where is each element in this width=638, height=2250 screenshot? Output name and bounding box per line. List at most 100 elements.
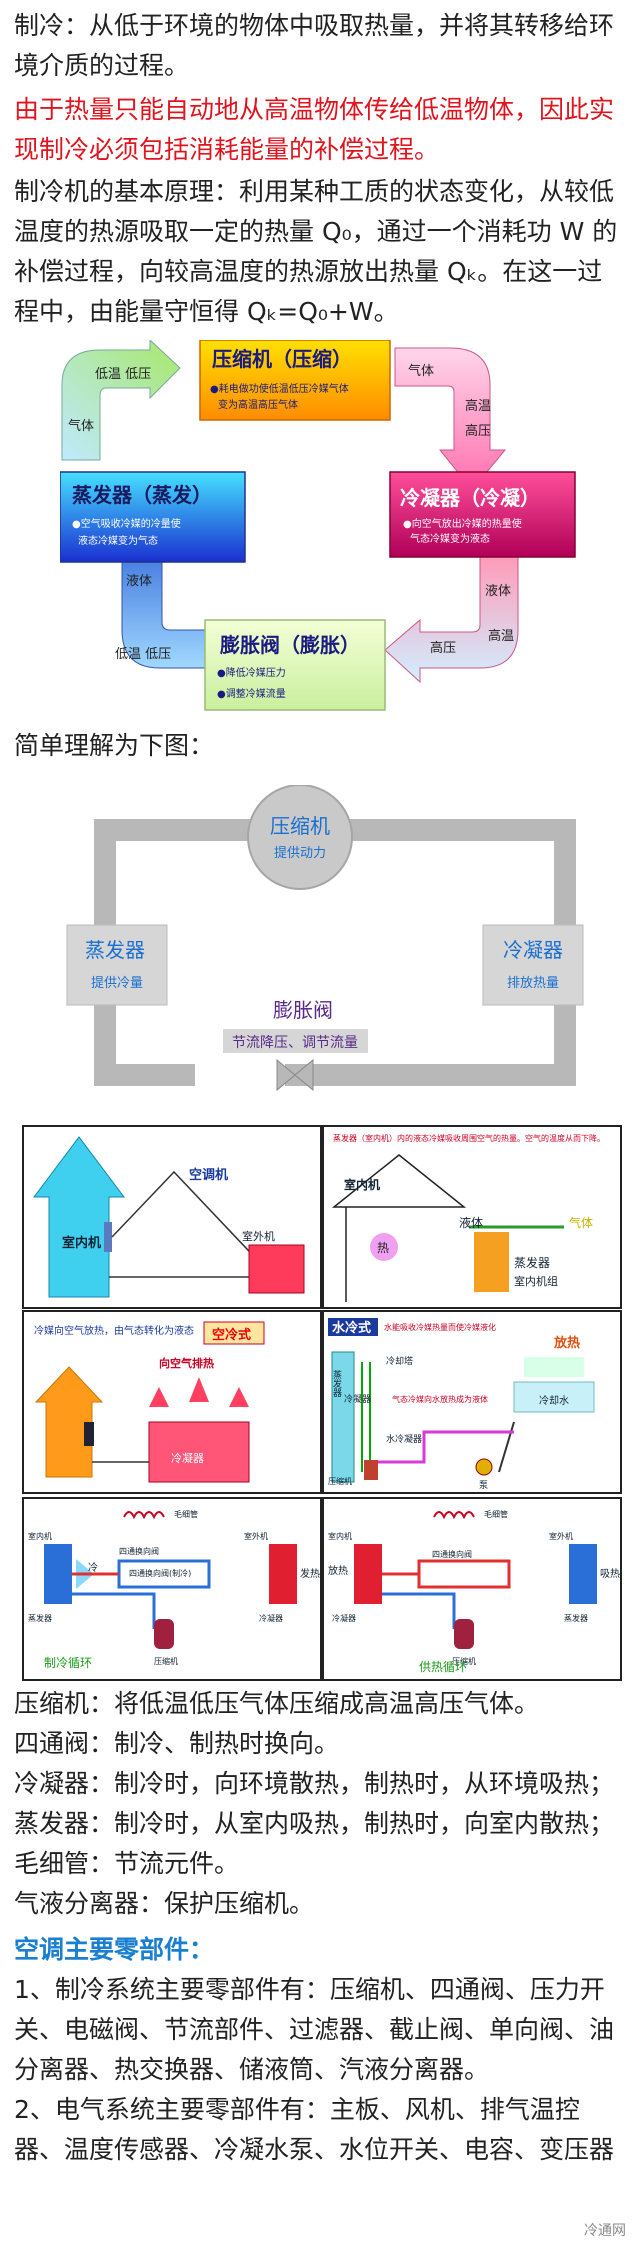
p1-indoor: 室内机 xyxy=(62,1235,101,1251)
simple-loop-diagram: 压缩机 提供动力 蒸发器 提供冷量 冷凝器 排放热量 膨胀阀 节流降压、调节流量 xyxy=(66,785,584,1092)
simple-valve-label: 膨胀阀 xyxy=(273,998,333,1022)
p6-absorb: 吸热 xyxy=(600,1567,620,1580)
p5-label: 制冷循环 xyxy=(44,1656,92,1670)
arrow-evaporator-to-compressor xyxy=(61,340,181,461)
compressor-circle xyxy=(247,785,353,890)
evaporator-box: 蒸发器（蒸发） ●空气吸收冷媒的冷量使 液态冷媒变为气态 xyxy=(60,471,246,563)
component-separator: 气液分离器：保护压缩机。 xyxy=(14,1889,315,1918)
valve-symbol xyxy=(276,1058,314,1092)
p4-release: 放热 xyxy=(553,1335,580,1351)
p1-unit: 空调机 xyxy=(189,1167,228,1183)
arrow-label-gas: 气体 xyxy=(68,418,94,434)
condenser-title: 冷凝器（冷凝） xyxy=(400,486,540,510)
p5-cond: 冷凝器 xyxy=(259,1613,283,1623)
refrigeration-cycle-diagram: 低温 低压 气体 气体 高温 高压 液体 高压 高温 液体 低温 低压 压缩机（… xyxy=(60,340,576,711)
simple-evaporator-sub: 提供冷量 xyxy=(91,975,143,991)
simple-heading: 简单理解为下图： xyxy=(14,731,215,760)
p2-heat: 热 xyxy=(377,1241,389,1255)
arrow-condenser-to-expansion xyxy=(384,554,519,684)
arrow-label-high-press: 高压 xyxy=(465,423,491,439)
p2-caption: 蒸发器（室内机）内的液态冷媒吸收周围空气的热量。空气的温度从而下降。 xyxy=(333,1133,605,1143)
arrow-label-lowtemp-lowpress: 低温 低压 xyxy=(95,367,151,382)
component-list: 压缩机：将低温低压气体压缩成高温高压气体。 四通阀：制冷、制热时换向。 冷凝器：… xyxy=(14,1684,626,1924)
p5-cool: 冷 xyxy=(88,1561,98,1574)
p5-evap: 蒸发器 xyxy=(28,1613,52,1623)
p3-caption: 冷媒向空气放热，由气态转化为液态 xyxy=(34,1324,194,1337)
p4-comp: 压缩机 xyxy=(328,1476,352,1486)
p6-comp: 压缩机 xyxy=(452,1656,476,1666)
p5-cap: 毛细管 xyxy=(174,1509,198,1519)
compressor-desc-2: 变为高温高压气体 xyxy=(218,398,298,411)
panel-evaporator: 蒸发器（室内机）内的液态冷媒吸收周围空气的热量。空气的温度从而下降。 室内机 热… xyxy=(322,1125,622,1309)
p5-indoor: 室内机 xyxy=(28,1531,52,1541)
watermark: 冷通网 xyxy=(580,2218,630,2242)
simple-valve-sub: 节流降压、调节流量 xyxy=(232,1035,358,1051)
simple-condenser-label: 冷凝器 xyxy=(503,938,563,962)
p4-cw: 冷却水 xyxy=(539,1394,569,1407)
evaporator-title: 蒸发器（蒸发） xyxy=(72,483,212,507)
simple-condenser-box xyxy=(482,924,584,1006)
p1-outdoor: 室外机 xyxy=(242,1229,275,1243)
component-evaporator: 蒸发器：制冷时，从室内吸热，制热时，向室内散热； xyxy=(14,1809,615,1838)
arrow-label-lowtemp-lowpress-2: 低温 低压 xyxy=(115,647,171,662)
p2-gas: 气体 xyxy=(569,1215,593,1230)
expansion-desc-2: ●调整冷媒流量 xyxy=(217,687,286,700)
simple-compressor-label: 压缩机 xyxy=(270,814,330,838)
p5-comp: 压缩机 xyxy=(154,1656,178,1666)
expansion-title: 膨胀阀（膨胀） xyxy=(219,633,360,657)
p4-hw: 水冷凝器 xyxy=(386,1433,422,1445)
arrow-label-liquid-2: 液体 xyxy=(126,574,152,589)
p6-evap: 蒸发器 xyxy=(564,1613,588,1623)
p4-pump: 泵 xyxy=(479,1480,488,1491)
simple-evaporator-label: 蒸发器 xyxy=(85,938,145,962)
p6-cap: 毛细管 xyxy=(484,1509,508,1519)
arrow-label-high-press-2: 高压 xyxy=(430,640,456,656)
component-condenser: 冷凝器：制冷时，向环境散热，制热时，从环境吸热； xyxy=(14,1769,615,1798)
arrow-label-high-temp: 高温 xyxy=(465,398,491,414)
panel-water-cooled: 水冷式 水能吸收冷媒热量而使冷媒液化 放热 蒸发器 冷却塔 气态冷媒向水放热成为… xyxy=(322,1310,622,1494)
panel-heating-cycle: 毛细管 室内机 放热 冷凝器 四通换向阀 压缩机 室外机 吸热 蒸发器 供热循环 xyxy=(322,1497,622,1681)
p6-heat: 放热 xyxy=(328,1564,348,1577)
p6-label: 供热循环 xyxy=(419,1660,467,1674)
p4-note: 气态冷媒向水放热成为液体 xyxy=(392,1394,488,1404)
arrow-label-liquid: 液体 xyxy=(485,584,511,599)
parts-electrical: 2、电气系统主要零部件有：主板、风机、排气温控器、温度传感器、冷凝水泵、水位开关… xyxy=(14,2095,615,2164)
condenser-desc-1: ●向空气放出冷媒的热量使 xyxy=(403,517,522,530)
p6-outdoor: 室外机 xyxy=(549,1531,573,1541)
compressor-box: 压缩机（压缩） ●耗电做功使低温低压冷媒气体 变为高温高压气体 xyxy=(199,340,391,421)
p2-unit: 室内机组 xyxy=(514,1274,558,1288)
definition-text: 制冷：从低于环境的物体中吸取热量，并将其转移给环境介质的过程。 xyxy=(14,11,615,80)
p2-indoor: 室内机 xyxy=(344,1177,380,1192)
principle-text: 制冷机的基本原理：利用某种工质的状态变化，从较低温度的热源吸取一定的热量 Q₀，… xyxy=(14,177,618,326)
simple-evaporator-box xyxy=(66,924,168,1006)
p4-caption: 水能吸收冷媒热量而使冷媒液化 xyxy=(384,1322,496,1332)
compressor-desc-1: ●耗电做功使低温低压冷媒气体 xyxy=(210,382,349,395)
p3-cond: 冷凝器 xyxy=(171,1451,204,1465)
p3-out: 向空气排热 xyxy=(159,1356,214,1370)
p2-evap: 蒸发器 xyxy=(514,1255,550,1270)
p4-evap: 蒸发器 xyxy=(331,1369,342,1397)
p5-valve4: 四通换向阀 xyxy=(119,1546,159,1556)
p6-cond: 冷凝器 xyxy=(332,1613,356,1623)
p6-indoor: 室内机 xyxy=(328,1531,352,1541)
arrow-label-gas-2: 气体 xyxy=(408,363,434,379)
p4-tower: 冷却塔 xyxy=(386,1355,413,1367)
p4-type: 水冷式 xyxy=(332,1320,371,1336)
p3-type: 空冷式 xyxy=(212,1327,251,1343)
panel-cooling-cycle: 毛细管 室内机 蒸发器 冷 四通换向阀 四通换向阀(制冷) 压缩机 室外机 发热… xyxy=(22,1497,322,1681)
parts-heading: 空调主要零部件： xyxy=(14,1935,215,1964)
expansion-desc-1: ●降低冷媒压力 xyxy=(217,666,286,679)
panel-ac-overview: 室内机 空调机 室外机 xyxy=(22,1125,322,1309)
condenser-box: 冷凝器（冷凝） ●向空气放出冷媒的热量使 气态冷媒变为液态 xyxy=(389,471,576,558)
compressor-title: 压缩机（压缩） xyxy=(212,347,352,371)
component-compressor: 压缩机：将低温低压气体压缩成高温高压气体。 xyxy=(14,1689,540,1718)
simple-condenser-sub: 排放热量 xyxy=(507,976,559,991)
arrow-label-high-temp-2: 高温 xyxy=(488,628,514,644)
parts-refrigeration: 1、制冷系统主要零部件有：压缩机、四通阀、压力开关、电磁阀、节流部件、过滤器、截… xyxy=(14,1975,615,2084)
note-text: 由于热量只能自动地从高温物体传给低温物体，因此实现制冷必须包括消耗能量的补偿过程… xyxy=(14,95,615,164)
p5-valve-note: 四通换向阀(制冷) xyxy=(129,1568,191,1578)
p4-cond: 冷凝器 xyxy=(344,1393,371,1405)
panel-air-cooled: 冷媒向空气放热，由气态转化为液态 空冷式 冷凝器 向空气排热 xyxy=(22,1310,322,1494)
component-four-way-valve: 四通阀：制冷、制热时换向。 xyxy=(14,1729,340,1758)
p5-heat: 发热 xyxy=(300,1567,320,1580)
